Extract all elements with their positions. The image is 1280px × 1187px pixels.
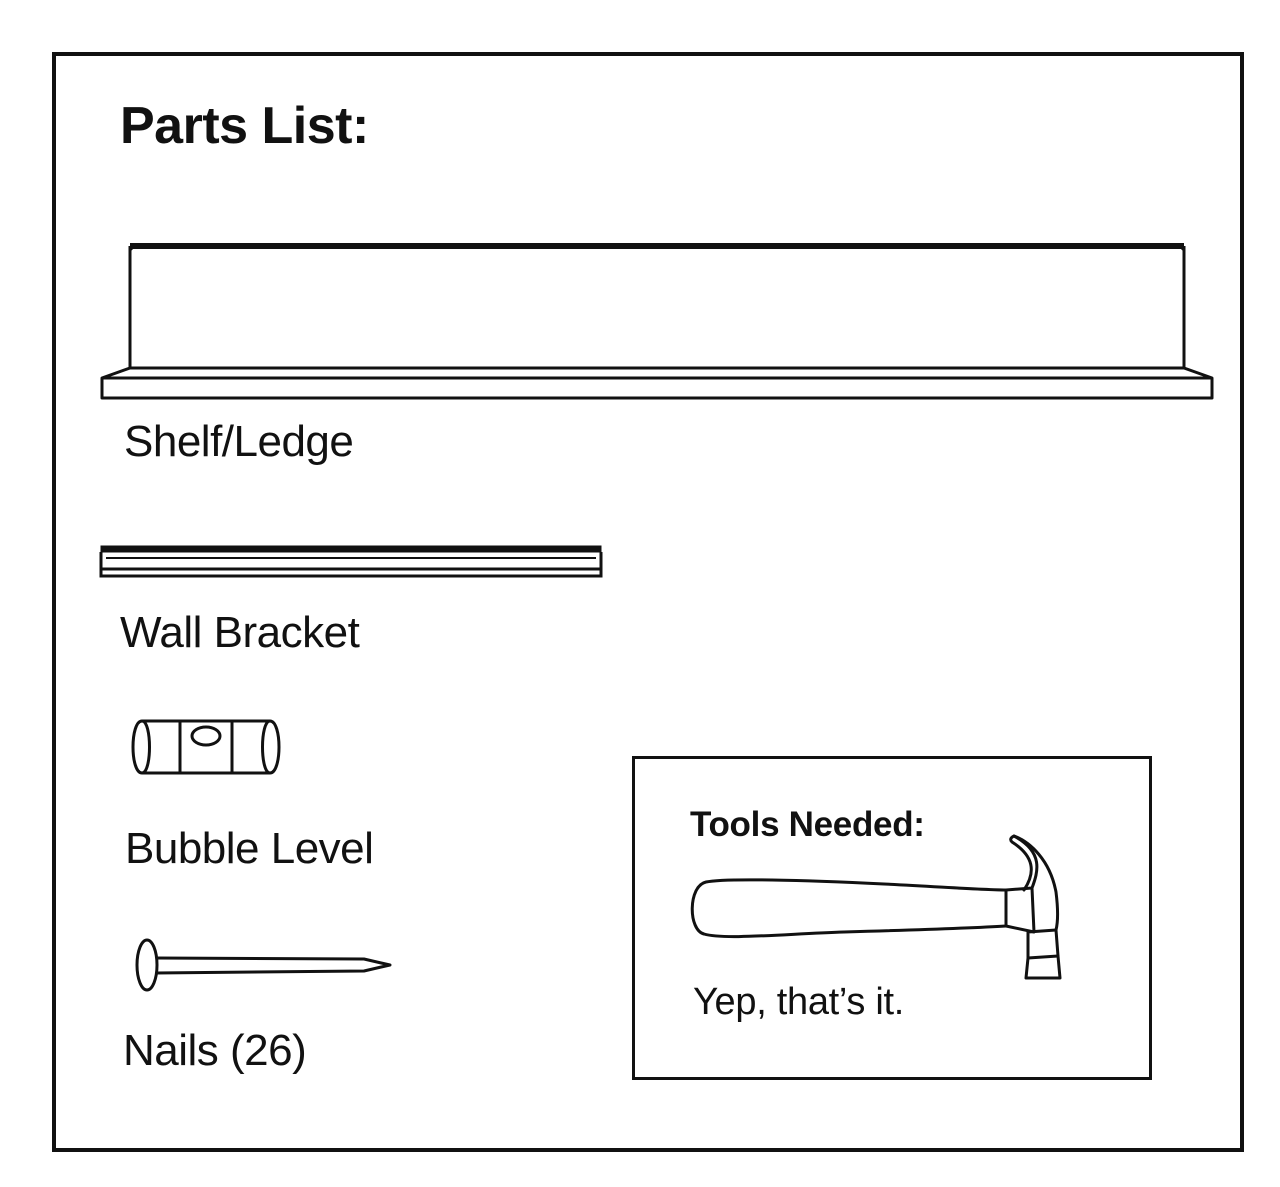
wall-bracket-label: Wall Bracket [120,608,360,657]
wall-bracket-icon [99,545,603,578]
shelf-icon [100,243,1214,400]
tools-needed-box [632,756,1152,1080]
nail-icon [135,938,392,992]
hammer-icon [690,834,1062,980]
shelf-ledge-label: Shelf/Ledge [124,417,354,466]
bubble-level-icon [131,719,281,775]
tools-needed-title: Tools Needed: [690,805,925,844]
bubble-level-label: Bubble Level [125,824,374,873]
tools-note: Yep, that’s it. [693,981,904,1023]
diagram-frame [52,52,1244,1152]
nails-label: Nails (26) [123,1026,307,1075]
parts-list-title: Parts List: [120,97,369,155]
